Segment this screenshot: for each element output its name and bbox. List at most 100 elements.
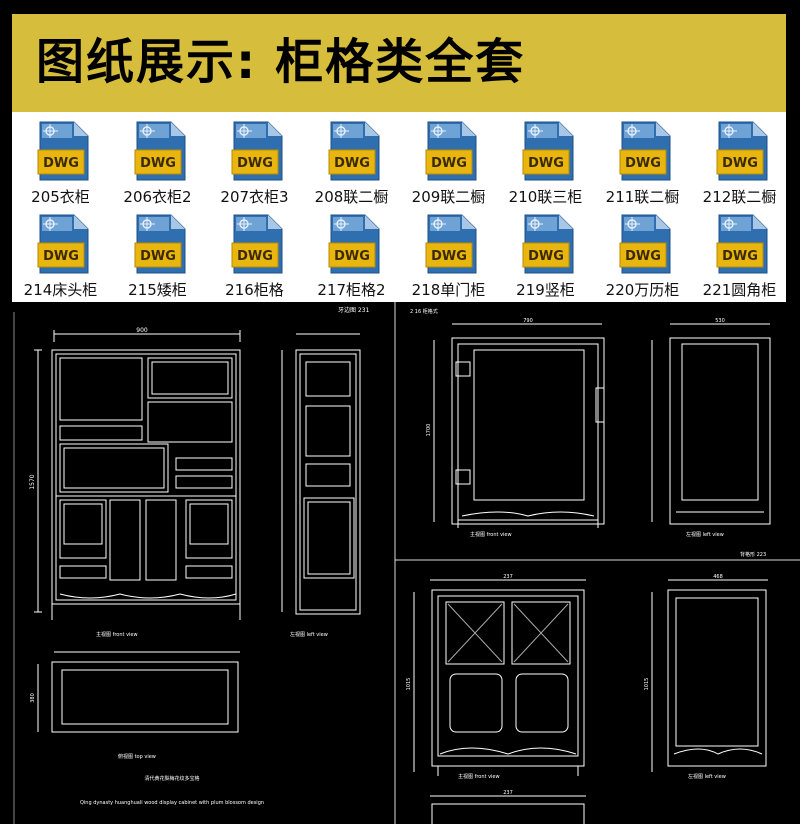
file-item[interactable]: DWG 221圆角柜	[691, 209, 788, 301]
file-item[interactable]: DWG 216柜格	[206, 209, 303, 301]
d3-bottom-dim: 237	[503, 790, 513, 796]
dwg-type-label: DWG	[528, 249, 564, 264]
d2-header: 2 16 柜格式	[410, 308, 438, 315]
dwg-type-label: DWG	[43, 156, 79, 171]
file-label: 212联二橱	[702, 188, 777, 206]
d3-depth-dim: 468	[713, 574, 723, 580]
file-item[interactable]: DWG 207衣柜3	[206, 116, 303, 208]
dwg-type-label: DWG	[140, 249, 176, 264]
d1-top-view	[37, 651, 240, 733]
file-label: 209联二橱	[411, 188, 486, 206]
dwg-type-label: DWG	[237, 156, 273, 171]
d2-front-caption: 主视图 front view	[470, 531, 512, 538]
file-item[interactable]: DWG 214床头柜	[12, 209, 109, 301]
d1-header: 牙边图 231	[338, 306, 370, 314]
file-item[interactable]: DWG 220万历柜	[594, 209, 691, 301]
dwg-file-icon: DWG	[522, 214, 574, 274]
banner-title-left: 图纸展示:	[36, 34, 258, 90]
d1-title-cn: 清代黄花梨梅花纹多宝格	[144, 775, 199, 782]
file-item[interactable]: DWG 205衣柜	[12, 116, 109, 208]
d1-left-caption: 左视图 left view	[290, 631, 328, 638]
dwg-file-icon: DWG	[37, 214, 89, 274]
dwg-file-icon: DWG	[522, 121, 574, 181]
d1-width-dim: 900	[136, 327, 148, 334]
file-label: 210联三柜	[508, 188, 583, 206]
d2-front-view	[433, 323, 605, 528]
dwg-type-label: DWG	[722, 249, 758, 264]
dwg-type-label: DWG	[625, 249, 661, 264]
file-item[interactable]: DWG 215矮柜	[109, 209, 206, 301]
file-label: 217柜格2	[317, 281, 386, 299]
title-banner: 图纸展示: 柜格类全套	[12, 14, 786, 112]
file-label: 207衣柜3	[220, 188, 289, 206]
d1-side-dim: 1570	[29, 474, 36, 489]
d2-height-dim: 1700	[426, 424, 432, 437]
d3-left-view	[651, 579, 768, 772]
file-label: 211联二橱	[605, 188, 680, 206]
file-label: 205衣柜	[31, 188, 90, 206]
d3-width-dim: 237	[503, 574, 513, 580]
file-label: 214床头柜	[23, 281, 98, 299]
d2-left-view	[651, 323, 771, 525]
d1-top-caption: 俯视图 top view	[118, 753, 156, 760]
file-item[interactable]: DWG 209联二橱	[400, 116, 497, 208]
dwg-type-label: DWG	[140, 156, 176, 171]
file-item[interactable]: DWG 218单门柜	[400, 209, 497, 301]
d2-left-caption: 左视图 left view	[686, 531, 724, 538]
dwg-type-label: DWG	[528, 156, 564, 171]
d1-title-en: Qing dynasty huanghuali wood display cab…	[80, 800, 264, 806]
file-label: 215矮柜	[128, 281, 187, 299]
dwg-file-icon: DWG	[619, 121, 671, 181]
d2-depth-dim: 530	[715, 318, 725, 324]
file-item[interactable]: DWG 210联三柜	[497, 116, 594, 208]
d3-left-caption: 左视图 left view	[688, 773, 726, 780]
dwg-file-icon: DWG	[619, 214, 671, 274]
file-label: 208联二橱	[314, 188, 389, 206]
d1-left-view	[281, 333, 361, 615]
banner-title: 图纸展示: 柜格类全套	[36, 22, 543, 92]
dwg-type-label: DWG	[431, 249, 467, 264]
dwg-type-label: DWG	[43, 249, 79, 264]
dwg-type-label: DWG	[431, 156, 467, 171]
d2-footer: 背格形 223	[740, 551, 766, 558]
dwg-file-icon: DWG	[425, 214, 477, 274]
dwg-file-icon: DWG	[328, 121, 380, 181]
file-label: 221圆角柜	[702, 281, 777, 299]
d2-width-dim: 790	[523, 318, 533, 324]
file-item[interactable]: DWG 206衣柜2	[109, 116, 206, 208]
d3-front-view	[413, 579, 586, 776]
dwg-file-icon: DWG	[37, 121, 89, 181]
dwg-file-icon: DWG	[231, 214, 283, 274]
dwg-type-label: DWG	[625, 156, 661, 171]
file-label: 218单门柜	[411, 281, 486, 299]
file-item[interactable]: DWG 211联二橱	[594, 116, 691, 208]
file-item[interactable]: DWG 219竖柜	[497, 209, 594, 301]
file-label: 219竖柜	[516, 281, 575, 299]
dwg-type-label: DWG	[722, 156, 758, 171]
file-item[interactable]: DWG 208联二橱	[303, 116, 400, 208]
dwg-file-icon: DWG	[328, 214, 380, 274]
d3-side-height-dim: 1015	[644, 678, 650, 691]
dwg-file-icon: DWG	[716, 214, 768, 274]
dwg-file-icon: DWG	[231, 121, 283, 181]
dwg-file-icon: DWG	[134, 121, 186, 181]
file-item[interactable]: DWG 212联二橱	[691, 116, 788, 208]
dwg-type-label: DWG	[334, 156, 370, 171]
d1-front-caption: 主视图 front view	[96, 631, 138, 638]
d1-front-view	[34, 330, 241, 620]
d3-height-dim: 1015	[406, 678, 412, 691]
cad-drawings: 900 1570 牙边图 231 主视图 front view 左视图 left…	[13, 302, 800, 824]
file-label: 206衣柜2	[123, 188, 192, 206]
file-item[interactable]: DWG 217柜格2	[303, 209, 400, 301]
file-label: 220万历柜	[605, 281, 680, 299]
banner-title-right: 柜格类全套	[275, 34, 526, 90]
dwg-file-icon: DWG	[425, 121, 477, 181]
dwg-file-icon: DWG	[134, 214, 186, 274]
dwg-file-icon: DWG	[716, 121, 768, 181]
d3-front-caption: 主视图 front view	[458, 773, 500, 780]
dwg-type-label: DWG	[334, 249, 370, 264]
d1-top-dim: 380	[30, 693, 36, 703]
dwg-type-label: DWG	[237, 249, 273, 264]
file-label: 216柜格	[225, 281, 284, 299]
